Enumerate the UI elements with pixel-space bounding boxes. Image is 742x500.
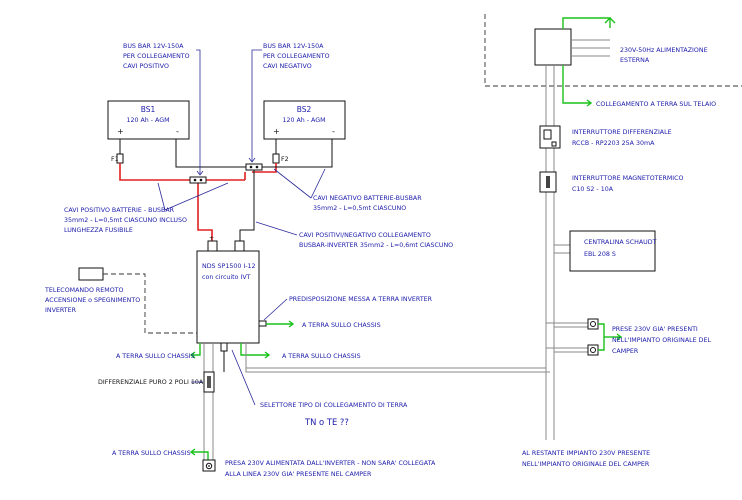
remote-line3: INVERTER [45, 307, 77, 314]
svg-text:+: + [209, 235, 214, 242]
battery-bs1-name: BS1 [141, 105, 156, 114]
battery-bs2-name: BS2 [297, 105, 312, 114]
ground-inverter-mid: A TERRA SULLO CHASSIS [240, 343, 361, 360]
neg-cables-line1: CAVI NEGATIVO BATTERIE-BUSBAR [313, 195, 422, 202]
pos-cables-line1: CAVI POSITIVO BATTERIE - BUSBAR [64, 207, 175, 214]
prese-line1: PRESE 230V GIA' PRESENTI [612, 326, 698, 333]
ground-socket-text: A TERRA SULLO CHASSIS [112, 450, 191, 457]
inverter-circuit: con circuito IVT [202, 274, 251, 281]
inverter-model: NDS SP1500 I-12 [202, 263, 256, 270]
battery-bs2-plus: + [273, 127, 280, 136]
negative-cables [175, 139, 333, 243]
posneg-cables-line2: BUSBAR-INVERTER 35mm2 - L=0,6mt CIASCUNO [299, 242, 453, 249]
terra-telaio-text: COLLEGAMENTO A TERRA SUL TELAIO [596, 101, 716, 108]
predisposizione-label: PREDISPOSIZIONE MESSA A TERRA INVERTER [263, 296, 433, 321]
remote-line2: ACCENSIONE o SPEGNIMENTO [45, 297, 140, 304]
centralina-line1: CENTRALINA SCHAUDT [584, 239, 657, 246]
busbar-pos-line3: CAVI POSITIVO [123, 63, 169, 70]
centralina-line2: EBL 208 S [584, 251, 616, 258]
restante-line2: NELL'IMPIANTO ORIGINALE DEL CAMPER [522, 461, 650, 468]
ground-inverter-right: A TERRA SULLO CHASSIS [266, 320, 381, 329]
ground-inverter-left-text: A TERRA SULLO CHASSIS [116, 353, 195, 360]
external-boundary [484, 14, 742, 87]
busbar-negative-label: BUS BAR 12V-150A PER COLLEGAMENTO CAVI N… [248, 43, 330, 163]
battery-bs1-minus: - [176, 127, 179, 136]
inverter-socket: PRESA 230V ALIMENTATA DALL'INVERTER - NO… [202, 459, 436, 478]
positive-cables-label: CAVI POSITIVO BATTERIE - BUSBAR 35mm2 - … [64, 182, 229, 234]
fuse-f2-label: F2 [281, 156, 289, 163]
busbar-neg-line1: BUS BAR 12V-150A [263, 43, 324, 50]
inverter-camper-link [245, 343, 550, 373]
external-supply: 230V-50Hz ALIMENTAZIONE ESTERNA [534, 28, 708, 66]
alimentazione-line2: ESTERNA [620, 57, 650, 64]
predisposizione-text: PREDISPOSIZIONE MESSA A TERRA INVERTER [289, 296, 433, 303]
battery-bs2-minus: - [332, 127, 335, 136]
battery-bs1-spec: 120 Ah - AGM [126, 117, 169, 124]
inverter-ac-output: DIFFERENZIALE PURO 2 POLI 10A [98, 343, 215, 460]
tn-te-text: TN o TE ?? [304, 417, 349, 427]
remote-line1: TELECOMANDO REMOTO [44, 287, 124, 294]
battery-bs2: BS2 120 Ah - AGM + - [263, 100, 346, 140]
rccb-line2: RCCB - RP2203 25A 30mA [572, 140, 655, 147]
alimentazione-line1: 230V-50Hz ALIMENTAZIONE [620, 47, 708, 54]
pos-cables-line3: LUNGHEZZA FUSIBILE [64, 227, 133, 234]
camper-main-lines [545, 65, 555, 440]
busbar-neg-line2: PER COLLEGAMENTO [263, 53, 330, 60]
battery-bs1: BS1 120 Ah - AGM + - [107, 100, 190, 140]
fuse-f1-label: F1 [111, 156, 119, 163]
ground-external [562, 17, 616, 29]
fuse-f1: F1 [111, 139, 124, 164]
ground-selector: SELETTORE TIPO DI COLLEGAMENTO DI TERRA … [223, 349, 408, 427]
restante-line1: AL RESTANTE IMPIANTO 230V PRESENTE [522, 450, 650, 457]
ground-inverter-mid-text: A TERRA SULLO CHASSIS [282, 353, 361, 360]
ground-telaio: COLLEGAMENTO A TERRA SUL TELAIO [562, 65, 716, 108]
negative-cables-label: CAVI NEGATIVO BATTERIE-BUSBAR 35mm2 - L=… [273, 168, 422, 212]
magnetotermico-line2: C10 S2 - 10A [572, 186, 614, 193]
battery-bs1-plus: + [117, 127, 124, 136]
positive-cables [119, 163, 277, 243]
selettore-text: SELETTORE TIPO DI COLLEGAMENTO DI TERRA [260, 402, 408, 409]
ground-socket: A TERRA SULLO CHASSIS [112, 448, 209, 460]
battery-bs2-spec: 120 Ah - AGM [282, 117, 325, 124]
fuse-f2: F2 [272, 139, 289, 164]
ground-inverter-right-text: A TERRA SULLO CHASSIS [302, 322, 381, 329]
differenziale-puro-text: DIFFERENZIALE PURO 2 POLI 10A [98, 379, 204, 386]
busbar-positive [189, 176, 207, 184]
rccb-line1: INTERRUTTORE DIFFERENZIALE [572, 129, 672, 136]
existing-sockets: PRESE 230V GIA' PRESENTI NELL'IMPIANTO O… [546, 318, 711, 356]
inverter: + NDS SP1500 I-12 con circuito IVT [196, 235, 267, 352]
prese-line2: NELL'IMPIANTO ORIGINALE DEL [612, 337, 711, 344]
presa-inverter-line2: ALLA LINEA 230V GIA' PRESENTE NEL CAMPER [225, 471, 372, 478]
busbar-neg-line3: CAVI NEGATIVO [263, 63, 312, 70]
posneg-cables-label: CAVI POSITIVI/NEGATIVO COLLEGAMENTO BUSB… [255, 221, 453, 249]
busbar-pos-line2: PER COLLEGAMENTO [123, 53, 190, 60]
magnetotermico-switch: INTERRUTTORE MAGNETOTERMICO C10 S2 - 10A [539, 171, 684, 193]
magnetotermico-line1: INTERRUTTORE MAGNETOTERMICO [572, 175, 684, 182]
remote-control: TELECOMANDO REMOTO ACCENSIONE o SPEGNIME… [44, 267, 197, 334]
posneg-cables-line1: CAVI POSITIVI/NEGATIVO COLLEGAMENTO [299, 232, 431, 239]
busbar-negative [245, 163, 263, 171]
busbar-positive-label: BUS BAR 12V-150A PER COLLEGAMENTO CAVI P… [123, 43, 204, 176]
restante-impianto: AL RESTANTE IMPIANTO 230V PRESENTE NELL'… [522, 450, 650, 468]
rccb-switch: INTERRUTTORE DIFFERENZIALE RCCB - RP2203… [539, 125, 672, 149]
prese-line3: CAMPER [612, 348, 639, 355]
busbar-pos-line1: BUS BAR 12V-150A [123, 43, 184, 50]
centralina: CENTRALINA SCHAUDT EBL 208 S [554, 230, 657, 272]
ground-inverter-left: A TERRA SULLO CHASSIS [116, 343, 201, 360]
pos-cables-line2: 35mm2 - L=0,5mt CIASCUNO INCLUSO [64, 217, 187, 224]
neg-cables-line2: 35mm2 - L=0,5mt CIASCUNO [313, 205, 406, 212]
presa-inverter-line1: PRESA 230V ALIMENTATA DALL'INVERTER - NO… [225, 460, 436, 467]
